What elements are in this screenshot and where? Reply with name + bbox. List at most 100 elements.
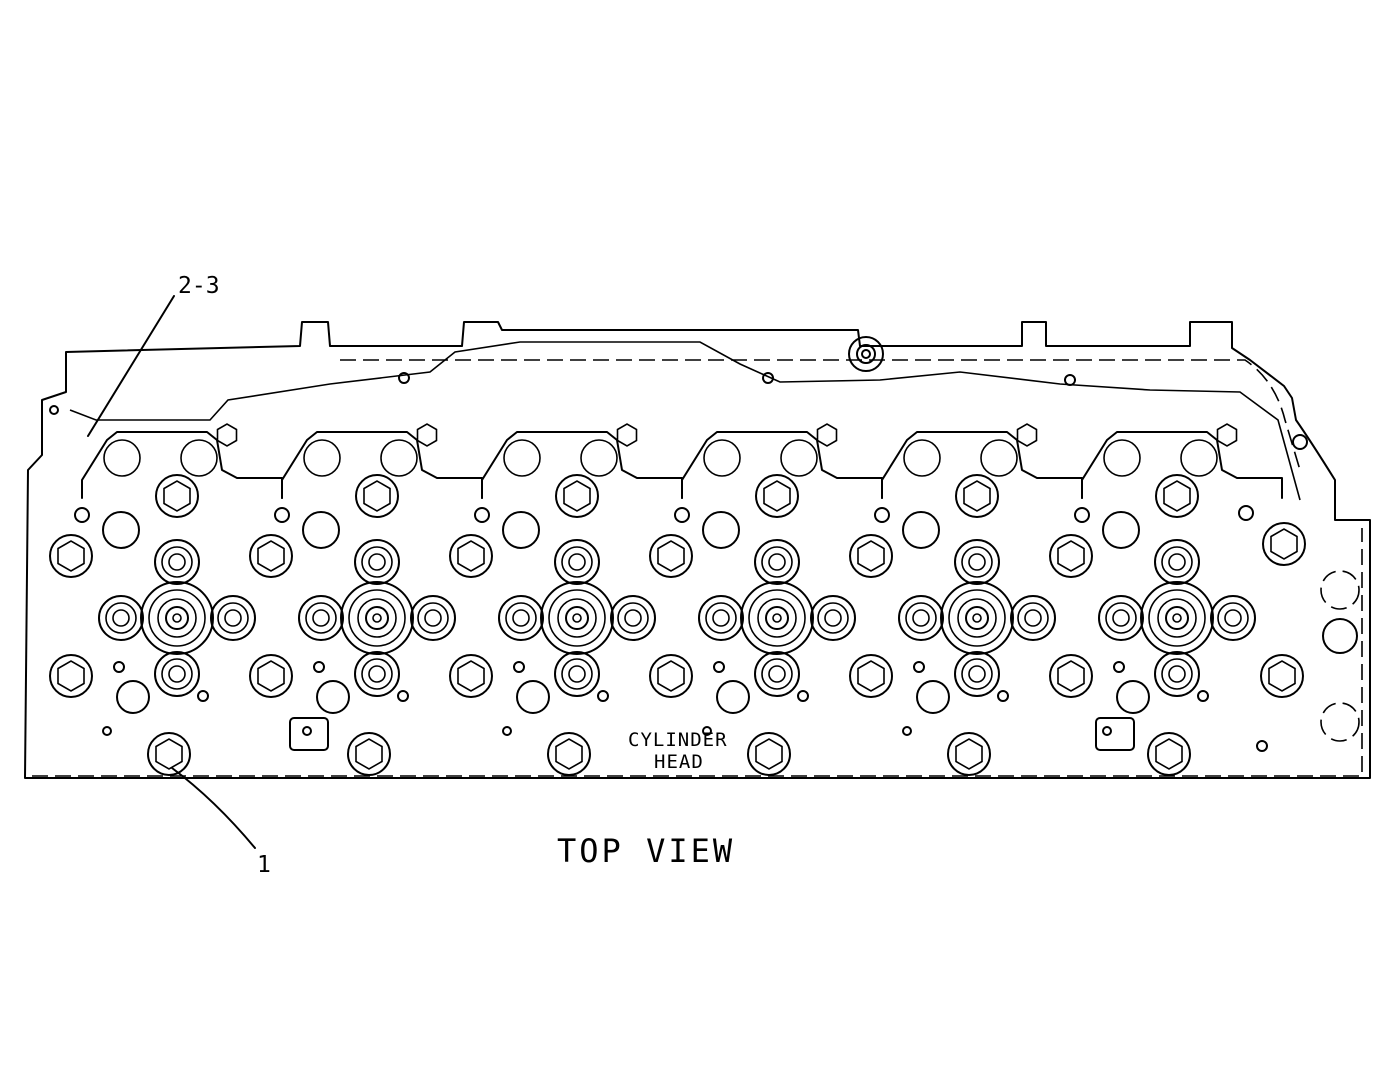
injector-core-4 [772,613,782,623]
valve-core-6-1 [1168,553,1186,571]
head-bolt-hex-2-a [257,540,285,572]
top-boss-outer [848,336,884,372]
valve-2-4 [354,651,400,697]
port-round-b-5 [980,439,1018,477]
hole-s-d-2 [302,726,312,736]
injector-bore-3 [540,581,614,655]
hole-end-a [1238,505,1254,521]
valve-ring-4-4 [761,658,793,690]
callout-1: 1 [257,852,271,878]
head-bolt-hex-5-a [857,540,885,572]
injector-bore-6 [1140,581,1214,655]
head-bolt-end-a [1262,522,1306,566]
valve-ring-6-4 [1161,658,1193,690]
valve-ring-2-3 [417,602,449,634]
hole-big-a-2 [302,511,340,549]
hole-s-a-4 [674,507,690,523]
hole-big-a-6 [1102,511,1140,549]
hole-s-b-6 [1113,661,1125,673]
valve-ring-1-4 [161,658,193,690]
pad-left [289,717,329,751]
injector-ring-a-2 [348,589,406,647]
top-boss-core [861,349,871,359]
valve-core-1-4 [168,665,186,683]
injector-ring-b-1 [157,598,197,638]
head-bolt-hex-1-c [163,480,191,512]
injector-ring-a-4 [748,589,806,647]
valve-ring-3-3 [617,602,649,634]
head-bolt-hex-4-d [755,738,783,770]
valve-ring-2-4 [361,658,393,690]
valve-ring-1-3 [217,602,249,634]
head-bolt-hex-2-b [257,660,285,692]
valve-ring-4-2 [705,602,737,634]
head-bolt-6-d [1147,732,1191,776]
head-bolt-6-c [1155,474,1199,518]
valve-ring-5-2 [905,602,937,634]
head-bolt-6-b [1049,654,1093,698]
port-blocks [81,423,1283,499]
valve-3-4 [554,651,600,697]
hole-s-b-3 [513,661,525,673]
port-block-1 [81,431,283,499]
end-plug-2 [1322,618,1358,654]
valve-5-4 [954,651,1000,697]
hole-s-c-4 [797,690,809,702]
hole-s-c-6 [1197,690,1209,702]
valve-ring-1-1 [161,546,193,578]
valve-ring-5-4 [961,658,993,690]
injector-ring-a-3 [548,589,606,647]
hole-s-b-1 [113,661,125,673]
valve-core-1-1 [168,553,186,571]
injector-core-3 [572,613,582,623]
head-bolt-2-d [347,732,391,776]
valve-ring-3-1 [561,546,593,578]
valve-5-2 [898,595,944,641]
hole-big-b-5 [916,680,950,714]
head-bolt-hex-4-a [657,540,685,572]
head-bolt-hex-end-a [1270,528,1298,560]
head-bolt-hex-end-b [1268,660,1296,692]
valve-core-3-3 [624,609,642,627]
head-bolt-2-a [249,534,293,578]
valve-ring-5-1 [961,546,993,578]
hole-s-c-1 [197,690,209,702]
hole-top-c [1064,374,1076,386]
hole-s-c-5 [997,690,1009,702]
valve-core-4-2 [712,609,730,627]
end-plug-3 [1320,702,1360,742]
injector-ring-b-2 [357,598,397,638]
head-bolt-hex-3-a [457,540,485,572]
hole-big-a-5 [902,511,940,549]
head-bolt-hex-1-b [57,660,85,692]
valve-2-1 [354,539,400,585]
port-plug-4 [816,423,838,447]
hole-big-b-3 [516,680,550,714]
port-block-2 [281,431,483,499]
port-round-a-2 [303,439,341,477]
port-round-a-5 [903,439,941,477]
injector-ring-b-5 [957,598,997,638]
head-outline [24,321,1371,779]
valve-core-2-2 [312,609,330,627]
head-bolt-3-d [547,732,591,776]
valve-4-4 [754,651,800,697]
valve-6-4 [1154,651,1200,697]
head-bolt-2-b [249,654,293,698]
head-bolt-4-d [747,732,791,776]
valve-ring-6-2 [1105,602,1137,634]
hole-top-b [762,372,774,384]
valve-ring-3-4 [561,658,593,690]
head-dashed-contour [32,359,1363,777]
injector-ring-b-6 [1157,598,1197,638]
injector-core-5 [972,613,982,623]
leader-2-3 [87,295,175,437]
injector-bore-1 [140,581,214,655]
valve-core-6-2 [1112,609,1130,627]
hole-big-a-4 [702,511,740,549]
injector-ring-c-3 [565,606,589,630]
valve-core-4-1 [768,553,786,571]
valve-clusters [98,539,1256,697]
head-bolt-hex-6-a [1057,540,1085,572]
head-bolt-hex-5-b [857,660,885,692]
